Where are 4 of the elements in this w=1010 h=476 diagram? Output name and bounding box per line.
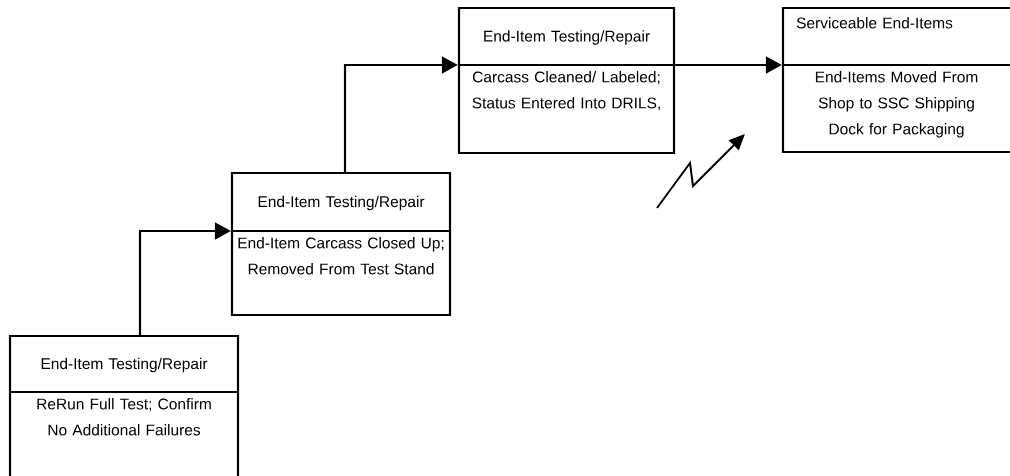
process-box: End-Item Testing/Repair ReRun Full Test; Confirm No Additional Failures	[8, 334, 240, 476]
process-box: End-Item Testing/Repair End-Item Carcass Closed Up; Removed From Test Stand	[230, 171, 452, 317]
process-box: End-Item Testing/Repair Carcass Cleaned/ Labeled; Status Entered Into DRILS,	[457, 6, 676, 155]
process-box: Serviceable End-Items End-Items Moved From Shop to SSC Shipping Dock for Packaging	[781, 6, 1010, 154]
